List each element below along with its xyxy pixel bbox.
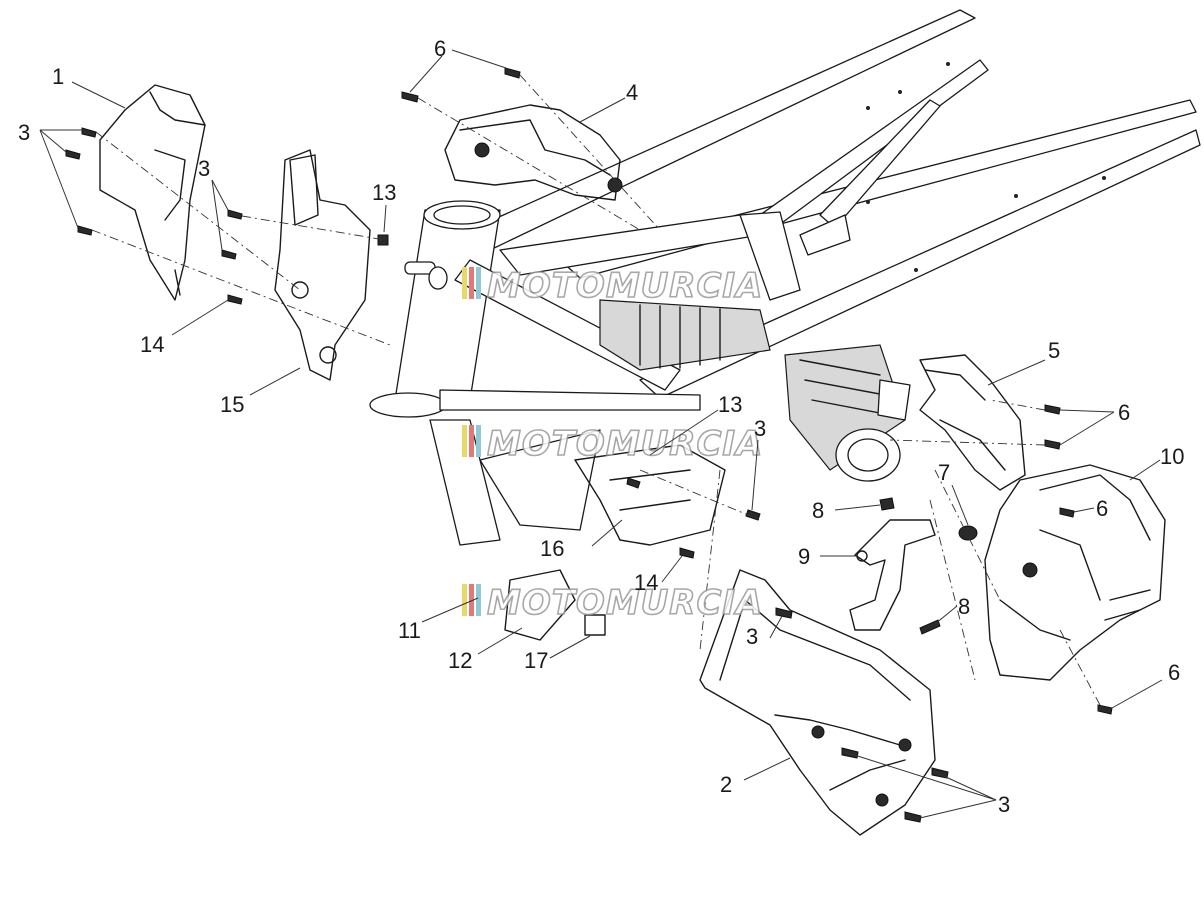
callout-13: 13 [372, 180, 396, 205]
watermark-1: MOTOMURCIA [462, 265, 763, 307]
callout-7: 7 [938, 460, 950, 485]
part-4-cover [444, 104, 623, 201]
watermark-2: MOTOMURCIA [462, 423, 763, 465]
callout-labels: 1 3 3 13 14 15 6 4 5 6 10 6 7 8 9 8 6 13… [18, 36, 1184, 817]
callout-8: 8 [812, 498, 824, 523]
intake-boots [599, 299, 911, 482]
part-9-bracket [849, 519, 936, 631]
callout-5: 5 [1048, 338, 1060, 363]
assembly-lines [91, 74, 1101, 706]
part-5-cover [919, 354, 1026, 491]
callout-12: 12 [448, 648, 472, 673]
callout-11: 11 [398, 618, 421, 643]
callout-6: 6 [1168, 660, 1180, 685]
callout-17: 17 [524, 648, 548, 673]
callout-14: 14 [140, 332, 164, 357]
callout-9: 9 [798, 544, 810, 569]
part-1-cover [99, 84, 206, 301]
callout-3: 3 [754, 416, 766, 441]
fasteners [65, 67, 1113, 823]
callout-2: 2 [720, 772, 732, 797]
parts-16-11-12-17 [504, 444, 726, 641]
callout-16: 16 [540, 536, 564, 561]
callout-1: 1 [52, 64, 64, 89]
callout-6: 6 [1096, 496, 1108, 521]
part-10-cover [984, 464, 1166, 681]
callout-15: 15 [220, 392, 244, 417]
callout-10: 10 [1160, 444, 1184, 469]
callout-4: 4 [626, 80, 638, 105]
watermark-text: MOTOMURCIA [487, 583, 763, 623]
watermark-text: MOTOMURCIA [487, 424, 763, 464]
callout-13: 13 [718, 392, 742, 417]
callout-6: 6 [1118, 400, 1130, 425]
leader-lines [39, 49, 1163, 819]
callout-6: 6 [434, 36, 446, 61]
callout-3: 3 [18, 120, 30, 145]
watermark-text: MOTOMURCIA [487, 266, 763, 306]
callout-3: 3 [746, 624, 758, 649]
part-2-shield [699, 569, 936, 836]
watermark-3: MOTOMURCIA [462, 582, 763, 624]
callout-3: 3 [998, 792, 1010, 817]
callout-8: 8 [958, 594, 970, 619]
callout-14: 14 [634, 570, 658, 595]
callout-3: 3 [198, 156, 210, 181]
part-15-bracket [274, 149, 371, 381]
